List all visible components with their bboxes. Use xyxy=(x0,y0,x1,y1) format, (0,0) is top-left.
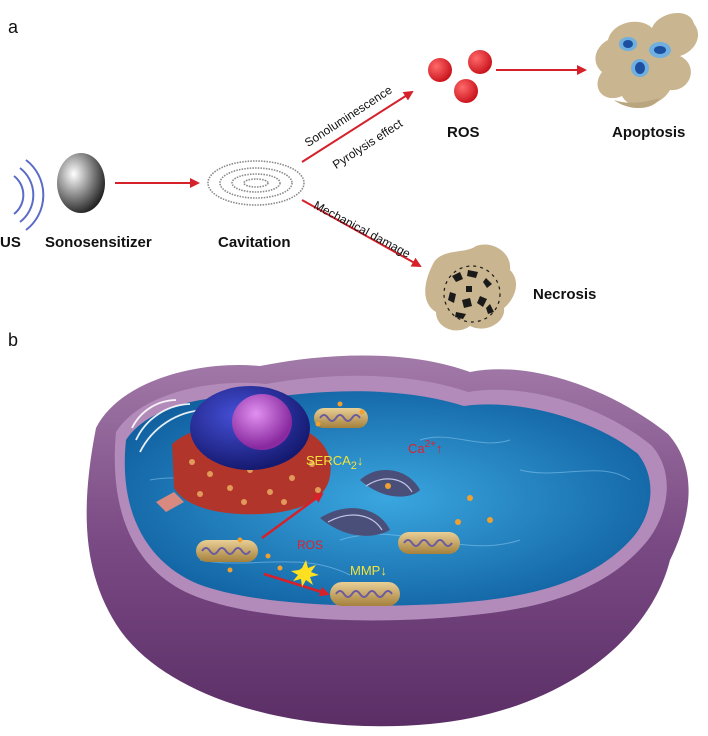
ultrasound-waves-icon xyxy=(13,159,45,231)
membrane-fold xyxy=(156,492,184,512)
ros-dots-icon xyxy=(428,50,492,103)
mitochondrion xyxy=(398,532,460,554)
panel-a-letter: a xyxy=(8,17,19,37)
apoptotic-cell-icon xyxy=(595,12,699,109)
label-calcium: Ca2+↑ xyxy=(408,439,443,456)
mmp-text: MMP xyxy=(350,563,381,578)
label-cell-ros: ROS xyxy=(297,538,324,552)
arrow-ros-mito xyxy=(263,572,330,597)
calcium-superscript: 2+ xyxy=(424,439,437,450)
mitochondrion xyxy=(196,540,258,562)
mmp-down-arrow: ↓ xyxy=(380,563,387,578)
arrow-cavitation-ros xyxy=(301,90,414,163)
calcium-particles xyxy=(227,401,493,573)
arrow-mito-er xyxy=(261,492,324,540)
mitochondrion xyxy=(314,408,368,428)
serca-subscript: 2 xyxy=(350,460,357,472)
calcium-text: Ca xyxy=(408,441,425,456)
cavitation-rings-icon xyxy=(207,160,305,206)
ros-burst-icon xyxy=(291,560,319,587)
mitochondrion xyxy=(330,582,400,606)
golgi-stack xyxy=(320,469,420,536)
calcium-up-arrow: ↑ xyxy=(436,441,443,456)
arrow-cavitation-necrosis xyxy=(301,199,422,267)
serca-down-arrow: ↓ xyxy=(356,453,364,468)
er-granules xyxy=(189,459,321,505)
label-cavitation: Cavitation xyxy=(218,234,291,251)
sonosensitizer-sphere-icon xyxy=(57,153,105,213)
serca-text: SERCA xyxy=(306,453,351,468)
label-necrosis: Necrosis xyxy=(533,286,597,303)
label-serca: SERCA2↓ xyxy=(306,453,363,472)
label-ros: ROS xyxy=(447,124,480,141)
necrotic-cell-icon xyxy=(425,244,517,331)
panel-b-letter: b xyxy=(8,330,19,350)
label-apoptosis: Apoptosis xyxy=(612,124,686,141)
nucleolus xyxy=(232,394,292,450)
label-us: US xyxy=(0,234,21,251)
cell-illustration xyxy=(86,355,689,727)
label-mmp: MMP↓ xyxy=(350,563,387,578)
label-sonosensitizer: Sonosensitizer xyxy=(45,234,152,251)
